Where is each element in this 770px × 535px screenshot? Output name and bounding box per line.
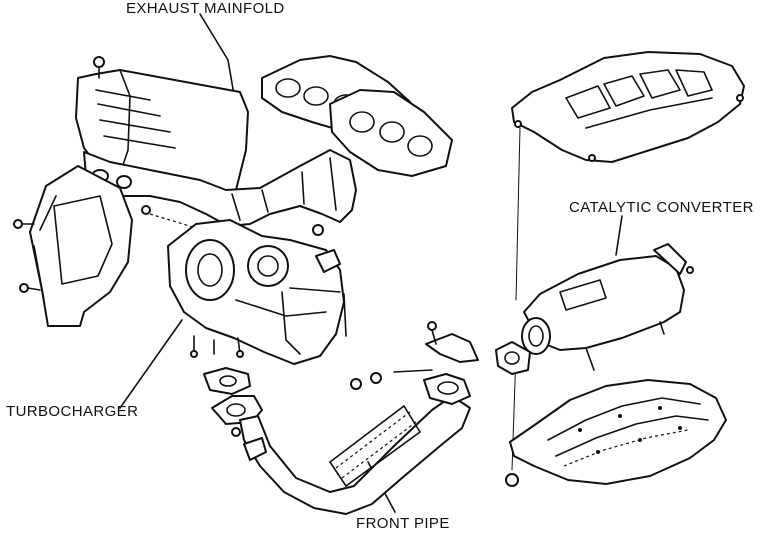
upper-converter-heat-shield [511,51,745,163]
turbocharger [141,205,347,365]
leader-catalytic-converter [615,215,623,256]
label-catalytic-converter: CATALYTIC CONVERTER [569,199,754,216]
assembly-lines [511,127,521,471]
leader-turbocharger [119,319,183,409]
lower-converter-heat-shield [505,379,727,487]
front-pipe [239,369,471,515]
lower-heat-shield [13,165,133,327]
turbo-gaskets [203,367,263,437]
manifold-gaskets [261,55,453,177]
label-front-pipe: FRONT PIPE [356,515,450,532]
label-exhaust-manifold: EXHAUST MAINFOLD [126,0,285,17]
pipe-bracket [425,321,479,363]
label-turbocharger: TURBOCHARGER [6,403,139,420]
catalytic-converter [495,243,694,375]
